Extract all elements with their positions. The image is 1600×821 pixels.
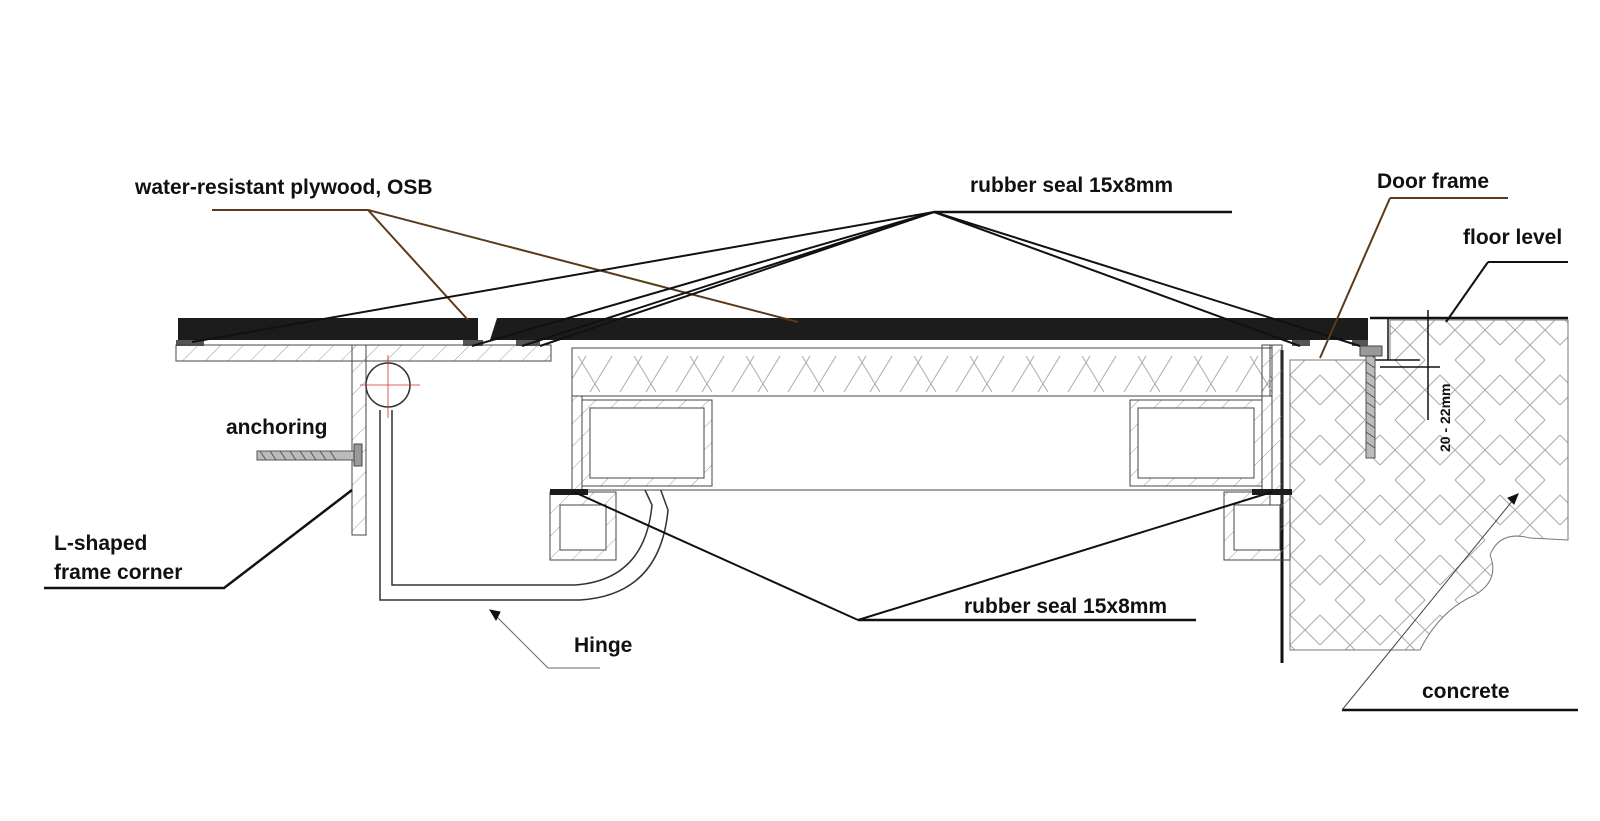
l-shaped-frame bbox=[175, 344, 552, 536]
lid-core bbox=[571, 344, 1273, 491]
door-frame-label: Door frame bbox=[1377, 170, 1489, 193]
anchoring-label: anchoring bbox=[226, 416, 328, 439]
hinge-arm bbox=[379, 410, 669, 601]
dimension-label: 20 - 22mm bbox=[1437, 384, 1453, 452]
seal-bottom-label: rubber seal 15x8mm bbox=[964, 595, 1167, 618]
seal-top-label: rubber seal 15x8mm bbox=[970, 174, 1173, 197]
lid-panel-right bbox=[490, 318, 1368, 340]
hinge-label: Hinge bbox=[574, 634, 632, 657]
concrete-label: concrete bbox=[1422, 680, 1510, 703]
lid-panel-left bbox=[178, 318, 478, 340]
lid-panel bbox=[178, 318, 1368, 340]
leader-lines bbox=[44, 197, 1578, 712]
hinge-pin bbox=[360, 355, 420, 418]
support-channels bbox=[549, 489, 1292, 561]
concrete-slab bbox=[1280, 316, 1569, 663]
concrete-screw-icon bbox=[1359, 345, 1383, 459]
anchoring-screw-icon bbox=[256, 443, 363, 467]
frame-corner-label-line1: L-shaped bbox=[54, 532, 147, 555]
plywood-label: water-resistant plywood, OSB bbox=[134, 176, 433, 199]
floor-level-label: floor level bbox=[1463, 226, 1562, 249]
frame-corner-label-line2: frame corner bbox=[54, 561, 182, 584]
dimension-marker: 20 - 22mm bbox=[1380, 310, 1453, 452]
